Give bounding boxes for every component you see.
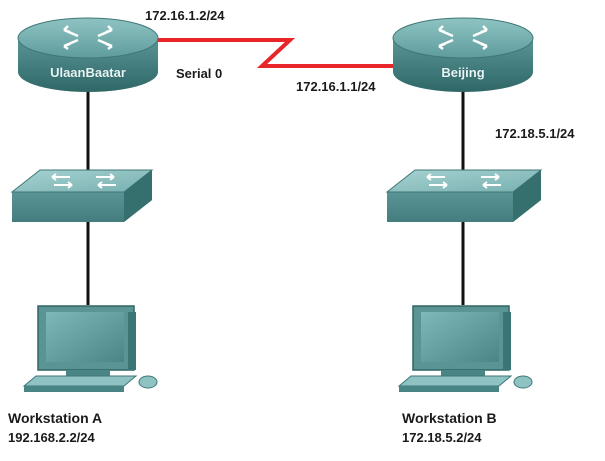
router-name-ulaanbaatar: UlaanBaatar [50, 65, 126, 80]
beijing-lan-address: 172.18.5.1/24 [495, 126, 575, 141]
router-arrows-icon [438, 25, 488, 50]
switch-left[interactable] [10, 169, 154, 222]
switch-right[interactable] [385, 169, 543, 222]
router-ulaanbaatar[interactable] [17, 17, 159, 92]
serial-link [150, 38, 400, 68]
router-name-beijing: Beijing [441, 65, 485, 80]
workstation-b-name: Workstation B [402, 410, 497, 426]
workstation-a-name: Workstation A [8, 410, 103, 426]
workstation-b-computer-icon[interactable] [397, 305, 533, 392]
router-arrows-icon [63, 25, 113, 50]
router-beijing[interactable] [392, 17, 534, 92]
switch-arrows-icon [426, 173, 501, 189]
serial-right-address: 172.16.1.1/24 [296, 79, 376, 94]
serial-interface-label: Serial 0 [176, 66, 223, 81]
serial-left-address: 172.16.1.2/24 [145, 8, 225, 23]
workstation-a-computer-icon[interactable] [22, 305, 158, 392]
switch-arrows-icon [51, 173, 116, 189]
workstation-b-address: 172.18.5.2/24 [402, 430, 482, 445]
workstation-a-address: 192.168.2.2/24 [8, 430, 95, 445]
